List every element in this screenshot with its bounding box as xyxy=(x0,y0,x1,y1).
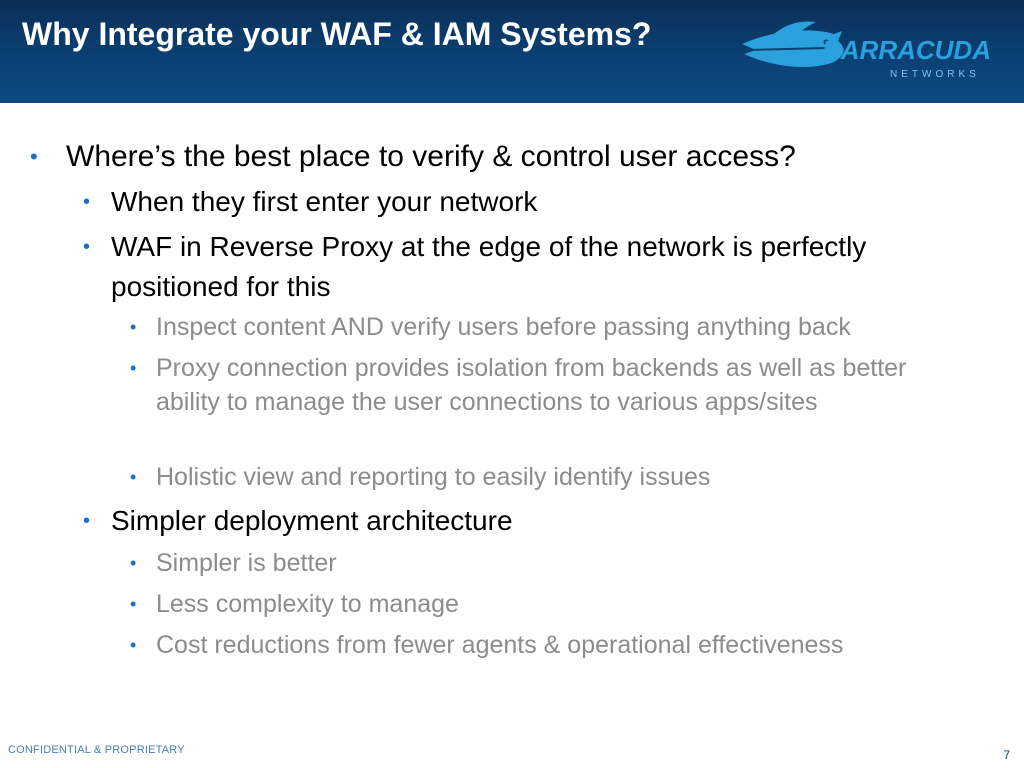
logo-sub-text: NETWORKS xyxy=(890,69,980,80)
bullet-text: When they first enter your network xyxy=(111,186,538,217)
slide-header: Why Integrate your WAF & IAM Systems? BA… xyxy=(0,0,1024,103)
bullet-dot: • xyxy=(130,635,137,655)
bullet-dot: • xyxy=(130,358,137,378)
bullet-item: • When they first enter your network xyxy=(83,182,991,222)
bullet-item: • Cost reductions from fewer agents & op… xyxy=(130,628,996,662)
page-number: 7 xyxy=(1003,748,1010,762)
bullet-dot: • xyxy=(30,144,38,169)
bullet-text: Simpler deployment architecture xyxy=(111,505,513,536)
confidential-footer: CONFIDENTIAL & PROPRIETARY xyxy=(8,744,185,756)
barracuda-fish-icon: BARRACUDA NETWORKS xyxy=(742,21,991,80)
bullet-dot: • xyxy=(83,191,91,213)
bullet-dot: • xyxy=(83,510,91,532)
bullet-dot: • xyxy=(130,317,137,337)
bullet-text: Proxy connection provides isolation from… xyxy=(156,354,907,416)
bullet-item: • Holistic view and reporting to easily … xyxy=(130,460,986,494)
bullet-dot: • xyxy=(130,467,137,487)
bullet-dot: • xyxy=(130,594,137,614)
bullet-item: • Inspect content AND verify users befor… xyxy=(130,310,986,344)
bullet-dot: • xyxy=(83,236,91,258)
bullet-text: Simpler is better xyxy=(156,549,337,577)
bullet-text: Less complexity to manage xyxy=(156,590,459,618)
bullet-text: WAF in Reverse Proxy at the edge of the … xyxy=(111,231,867,302)
bullet-text: Where’s the best place to verify & contr… xyxy=(66,140,796,173)
bullet-dot: • xyxy=(130,553,137,573)
bullet-text: Holistic view and reporting to easily id… xyxy=(156,463,711,491)
bullet-text: Cost reductions from fewer agents & oper… xyxy=(156,631,844,659)
bullet-item: • Simpler is better xyxy=(130,546,986,580)
barracuda-logo: BARRACUDA NETWORKS xyxy=(738,14,998,86)
bullet-item: • Proxy connection provides isolation fr… xyxy=(130,351,956,419)
bullet-item: • Less complexity to manage xyxy=(130,587,986,621)
bullet-item: • Simpler deployment architecture xyxy=(83,501,991,541)
bullet-text: Inspect content AND verify users before … xyxy=(156,313,851,341)
bullet-item: • WAF in Reverse Proxy at the edge of th… xyxy=(83,227,991,307)
logo-brand-text: BARRACUDA xyxy=(822,35,991,65)
bullet-item: • Where’s the best place to verify & con… xyxy=(30,139,986,175)
slide-title: Why Integrate your WAF & IAM Systems? xyxy=(22,16,652,52)
